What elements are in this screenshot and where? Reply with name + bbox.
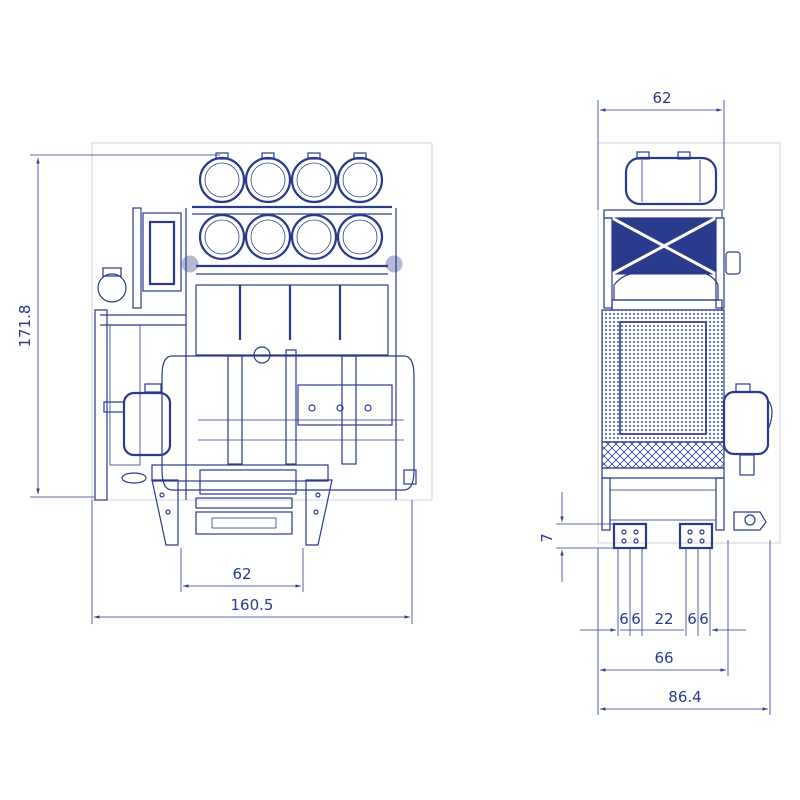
left-reservoir [94,267,186,501]
base-width-dimension: 66 [597,540,729,715]
radiator [601,309,725,469]
side-total-width-dimension: 86.4 [600,540,771,715]
top-tank [624,151,718,206]
side-lower-frame [601,467,767,531]
mounting-pads [612,522,714,550]
height-label: 171.8 [16,305,34,348]
engine-head [611,271,723,311]
side-filter [722,383,773,476]
fuel-filter [103,383,172,484]
second-light-row [181,205,403,275]
hole-label-1: 6 [619,610,629,628]
total-width-dimension: 160.5 [91,500,413,624]
terminal-plate [297,384,393,426]
inner-width-dimension: 62 [180,548,304,592]
side-lamp-housing [142,212,182,292]
hole-spacing-dimension: 6 6 22 6 6 [580,548,746,636]
pad-offset-dimension: 7 [538,492,614,582]
side-view: 62 [538,89,781,715]
height-dimension: 171.8 [16,154,220,498]
engine-block [161,284,417,491]
left-cage-post [132,207,142,309]
top-light-row [198,152,384,204]
front-view-frame [91,142,433,501]
hole-label-3: 6 [687,610,697,628]
front-view: 171.8 62 160.5 [16,142,433,624]
gap-label: 22 [654,610,673,628]
base-width-label: 66 [654,649,673,667]
hole-label-2: 6 [631,610,641,628]
hole-label-4: 6 [699,610,709,628]
top-width-dimension: 62 [597,89,725,210]
side-total-width-label: 86.4 [668,688,701,706]
pad-offset-label: 7 [538,533,556,543]
inner-width-label: 62 [232,565,251,583]
total-width-label: 160.5 [231,596,274,614]
top-width-label: 62 [652,89,671,107]
cage-cross [603,209,741,309]
bumper [151,464,333,546]
